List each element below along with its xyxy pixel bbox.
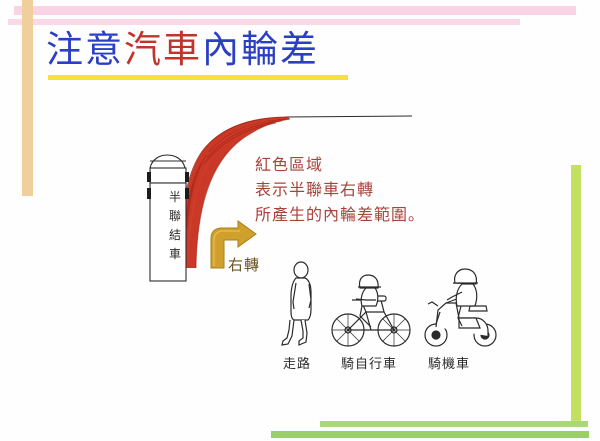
- truck-label-char-3: 車: [168, 247, 181, 261]
- caption-bicycle: 騎自行車: [341, 357, 398, 372]
- caption-motorbike: 騎機車: [428, 357, 471, 372]
- road-edge-line: [284, 115, 413, 118]
- annotation-line-0: 紅色區域: [255, 155, 324, 174]
- truck-label-char-0: 半: [168, 190, 181, 204]
- caption-walking: 走路: [283, 357, 312, 372]
- decor-pink-bar-second: [8, 19, 520, 25]
- truck-label-char-1: 聯: [168, 209, 181, 223]
- truck-label-char-2: 結: [168, 228, 181, 242]
- annotation-line-1: 表示半聯車右轉: [255, 180, 375, 199]
- bicycle-rider-icon: [331, 274, 411, 347]
- decor-green-bar-right: [571, 165, 581, 426]
- title-segment-1: 汽車: [124, 28, 202, 71]
- title-underline: [48, 75, 348, 80]
- scooter-rider-icon: [424, 268, 497, 347]
- decor-pink-bar-top: [14, 6, 576, 15]
- truck-label: 半 聯 結 車: [166, 188, 184, 264]
- pedestrian-icon: [281, 261, 312, 346]
- page-title: 注意汽車內輪差: [46, 28, 348, 80]
- title-segment-0: 注意: [46, 28, 124, 71]
- annotation-line-2: 所產生的內輪差範圍。: [255, 205, 426, 224]
- turn-right-label: 右轉: [228, 256, 261, 274]
- red-zone-annotation: 紅色區域 表示半聯車右轉 所產生的內輪差範圍。: [255, 152, 425, 227]
- decor-green-bar-bottom-lower: [271, 431, 589, 438]
- title-segment-2: 內輪差: [202, 28, 319, 71]
- page-title-text: 注意汽車內輪差: [46, 28, 319, 72]
- decor-tan-bar-left: [22, 0, 33, 196]
- decor-green-bar-bottom-upper: [320, 421, 588, 427]
